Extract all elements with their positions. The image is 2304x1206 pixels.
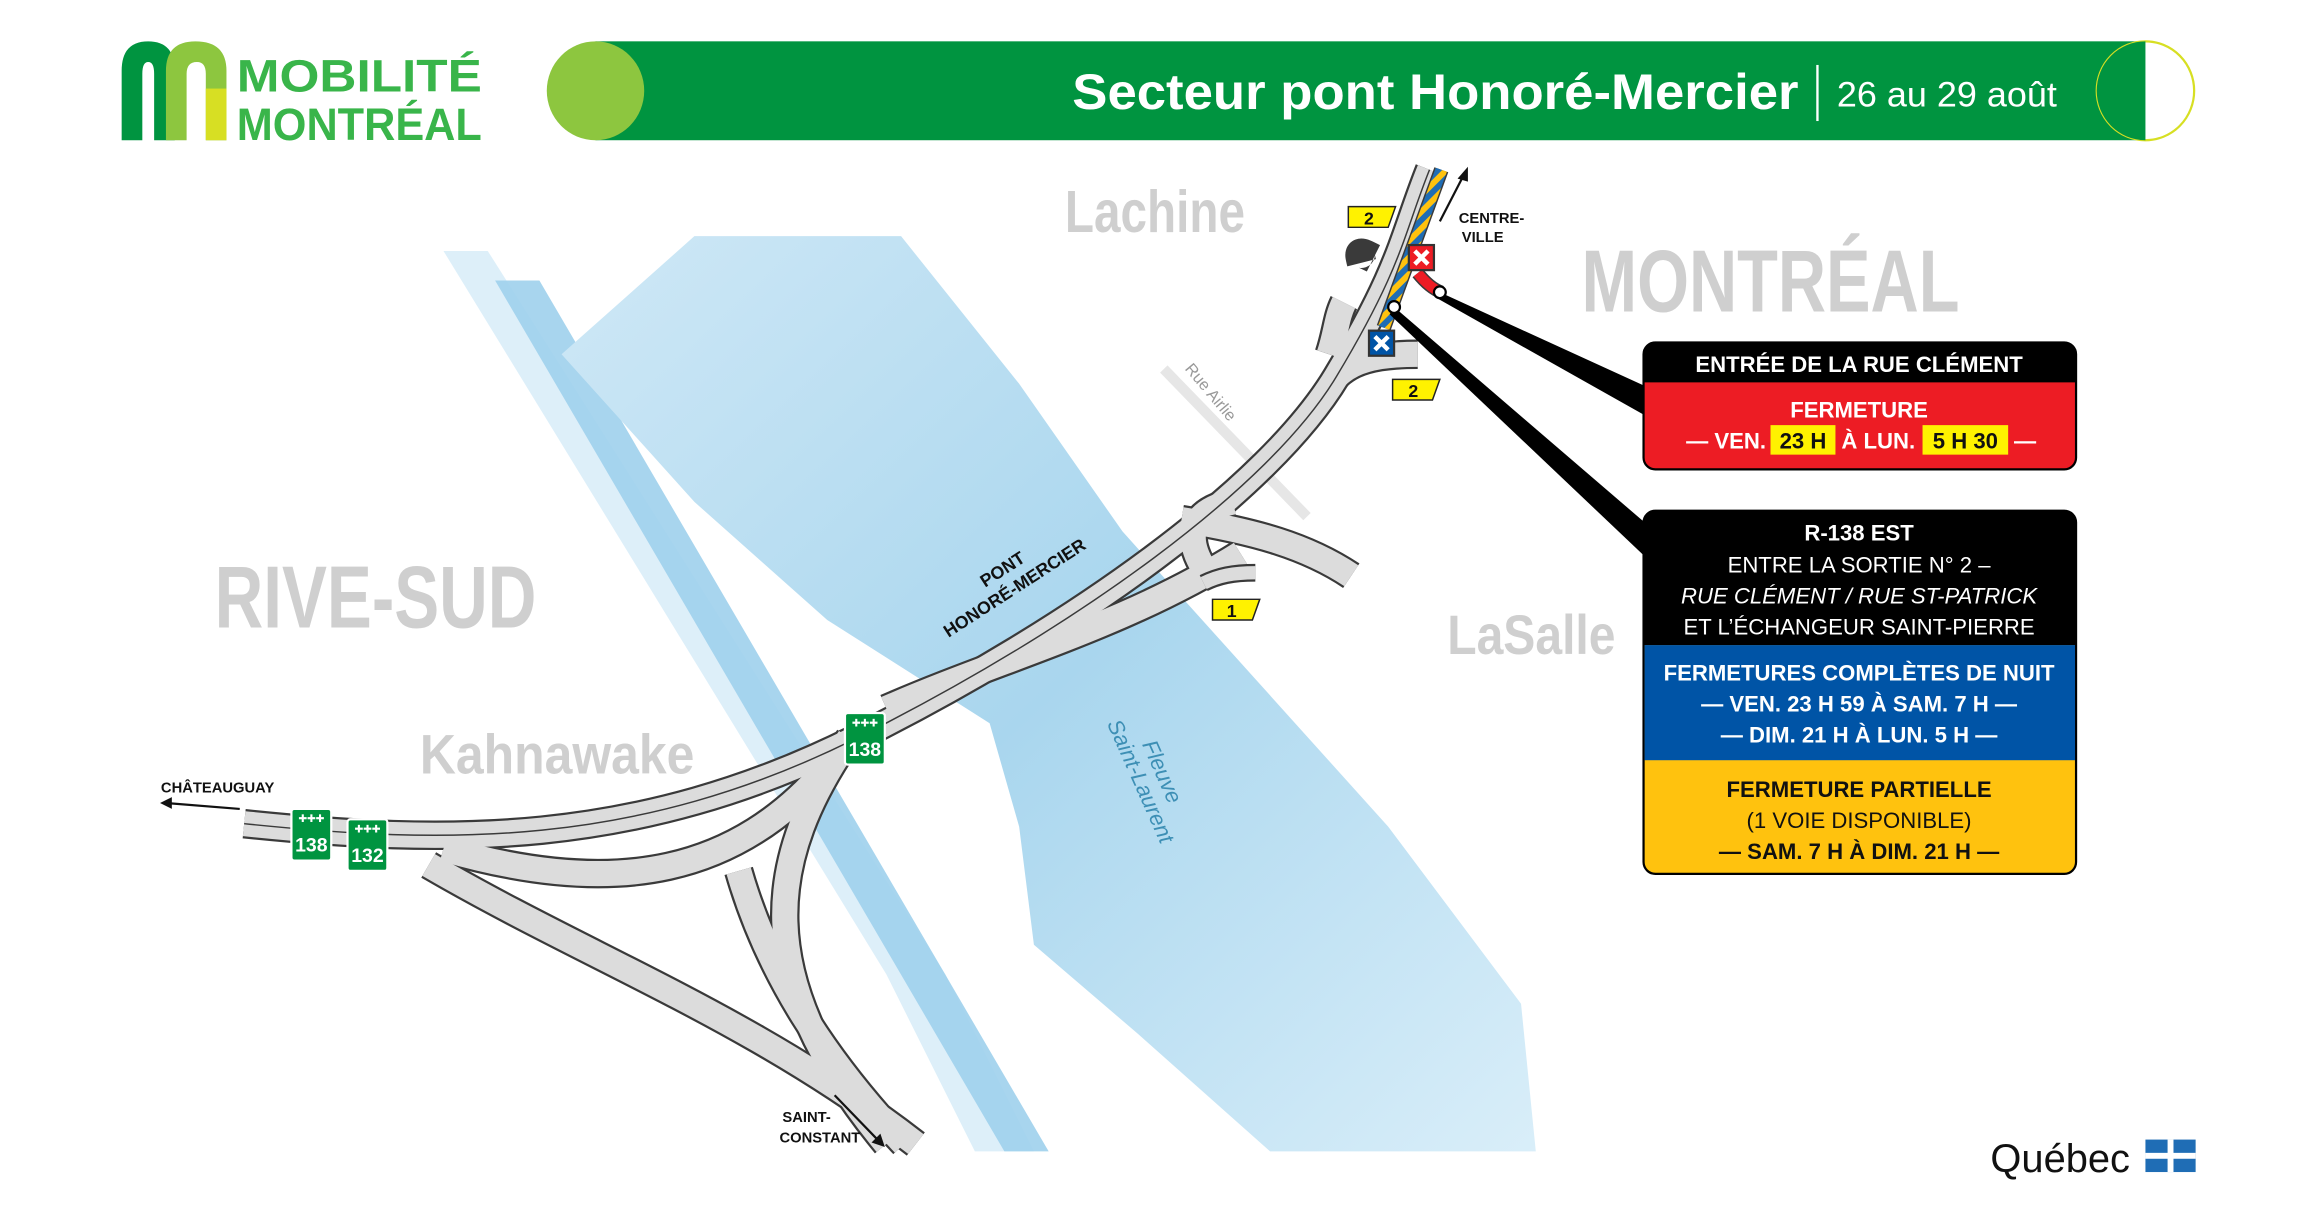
svg-text:ET L’ÉCHANGEUR SAINT-PIERRE: ET L’ÉCHANGEUR SAINT-PIERRE: [1683, 615, 2034, 640]
callout-r138-est: R-138 EST ENTRE LA SORTIE N° 2 – RUE CLÉ…: [1642, 509, 2078, 875]
closure-blue-x-icon: [1367, 329, 1396, 357]
road-network: [160, 164, 1468, 1156]
highlight-start-time: [1770, 425, 1836, 455]
exit-badge-2-north: 2: [1347, 205, 1397, 228]
highlight-end-time: [1922, 425, 2009, 455]
centre-ville-arrow: [1438, 172, 1466, 222]
svg-text:ENTRE LA SORTIE N° 2 –: ENTRE LA SORTIE N° 2 –: [1728, 553, 1992, 578]
svg-text:1: 1: [1227, 601, 1237, 621]
mobilite-montreal-logo: MOBILITÉ MONTRÉAL: [121, 41, 482, 150]
route-shield-132-west: ✚✚✚ 132: [346, 818, 389, 873]
svg-text:5 H 30: 5 H 30: [1933, 429, 1998, 454]
svg-text:FERMETURE PARTIELLE: FERMETURE PARTIELLE: [1727, 777, 1992, 802]
label-centre-ville-2: VILLE: [1462, 230, 1504, 246]
saint-constant-arrow: [833, 1094, 880, 1142]
label-saint-constant-2: CONSTANT: [779, 1131, 860, 1147]
exit-badge-1: 1: [1211, 598, 1261, 621]
svg-text:2: 2: [1408, 381, 1418, 401]
svg-text:138: 138: [849, 740, 882, 761]
svg-text:132: 132: [351, 846, 383, 867]
callout-status: FERMETURE: [1790, 398, 1928, 423]
river: [443, 236, 1536, 1152]
route-shield-138-bridge: ✚✚✚ 138: [843, 711, 886, 766]
callout-heading: ENTRÉE DE LA RUE CLÉMENT: [1695, 352, 2023, 377]
chateauguay-arrow: [165, 801, 240, 811]
date-range: 26 au 29 août: [1837, 74, 2057, 114]
route-shield-138-west: ✚✚✚ 138: [290, 807, 333, 862]
place-lachine: Lachine: [1065, 179, 1245, 245]
place-lasalle: LaSalle: [1447, 603, 1615, 666]
rue-airlie: [1160, 365, 1311, 521]
svg-text:— VEN. 23 H 59 À SAM. 7 H —: — VEN. 23 H 59 À SAM. 7 H —: [1701, 691, 2018, 716]
svg-text:—: —: [2014, 429, 2037, 454]
title-banner: [595, 41, 2146, 141]
label-chateauguay: CHÂTEAUGUAY: [161, 779, 275, 797]
svg-text:138: 138: [295, 836, 328, 857]
leader-line-clement: [1436, 292, 1647, 417]
callout-rue-clement: ENTRÉE DE LA RUE CLÉMENT FERMETURE — VEN…: [1642, 341, 2078, 471]
banner-left-cap: [546, 41, 645, 141]
svg-text:FERMETURES COMPLÈTES DE NUIT: FERMETURES COMPLÈTES DE NUIT: [1664, 660, 2055, 685]
leader-line-r138: [1389, 307, 1647, 558]
logo-text-line2: MONTRÉAL: [237, 99, 482, 150]
svg-text:Québec: Québec: [1990, 1137, 2130, 1181]
place-montreal: MONTRÉAL: [1582, 231, 1960, 330]
svg-text:✚✚✚: ✚✚✚: [354, 825, 380, 836]
svg-text:(1 VOIE DISPONIBLE): (1 VOIE DISPONIBLE): [1747, 808, 1972, 833]
svg-text:— DIM. 21 H À LUN. 5 H —: — DIM. 21 H À LUN. 5 H —: [1721, 722, 1998, 747]
quebec-government-logo: Québec: [1990, 1137, 2196, 1181]
svg-text:23 H: 23 H: [1780, 429, 1827, 454]
svg-text:✚✚✚: ✚✚✚: [298, 814, 324, 825]
label-saint-constant-1: SAINT-: [782, 1110, 830, 1126]
logo-text-line1: MOBILITÉ: [237, 51, 482, 102]
place-kahnawake: Kahnawake: [420, 722, 695, 785]
svg-text:R-138 EST: R-138 EST: [1804, 520, 1914, 545]
fleuve-saint-laurent: [561, 236, 1536, 1152]
header: MOBILITÉ MONTRÉAL Secteur pont Honoré-Me…: [121, 40, 2196, 150]
svg-text:À LUN.: À LUN.: [1841, 429, 1915, 454]
exit-badge-2-south: 2: [1391, 378, 1441, 401]
lane-divider: [244, 169, 1431, 837]
closure-red-x-icon: [1407, 243, 1436, 272]
title-divider: [1816, 64, 1819, 122]
svg-text:✚✚✚: ✚✚✚: [852, 718, 878, 729]
svg-text:2: 2: [1364, 208, 1374, 228]
place-rive-sud: RIVE-SUD: [215, 547, 537, 646]
label-centre-ville-1: CENTRE-: [1459, 211, 1525, 227]
svg-text:— SAM. 7 H À DIM. 21 H —: — SAM. 7 H À DIM. 21 H —: [1719, 839, 2000, 864]
svg-text:RUE CLÉMENT / RUE ST-PATRICK: RUE CLÉMENT / RUE ST-PATRICK: [1681, 584, 2038, 609]
svg-text:— VEN.: — VEN.: [1686, 429, 1766, 454]
page-title: Secteur pont Honoré-Mercier: [1072, 64, 1798, 120]
